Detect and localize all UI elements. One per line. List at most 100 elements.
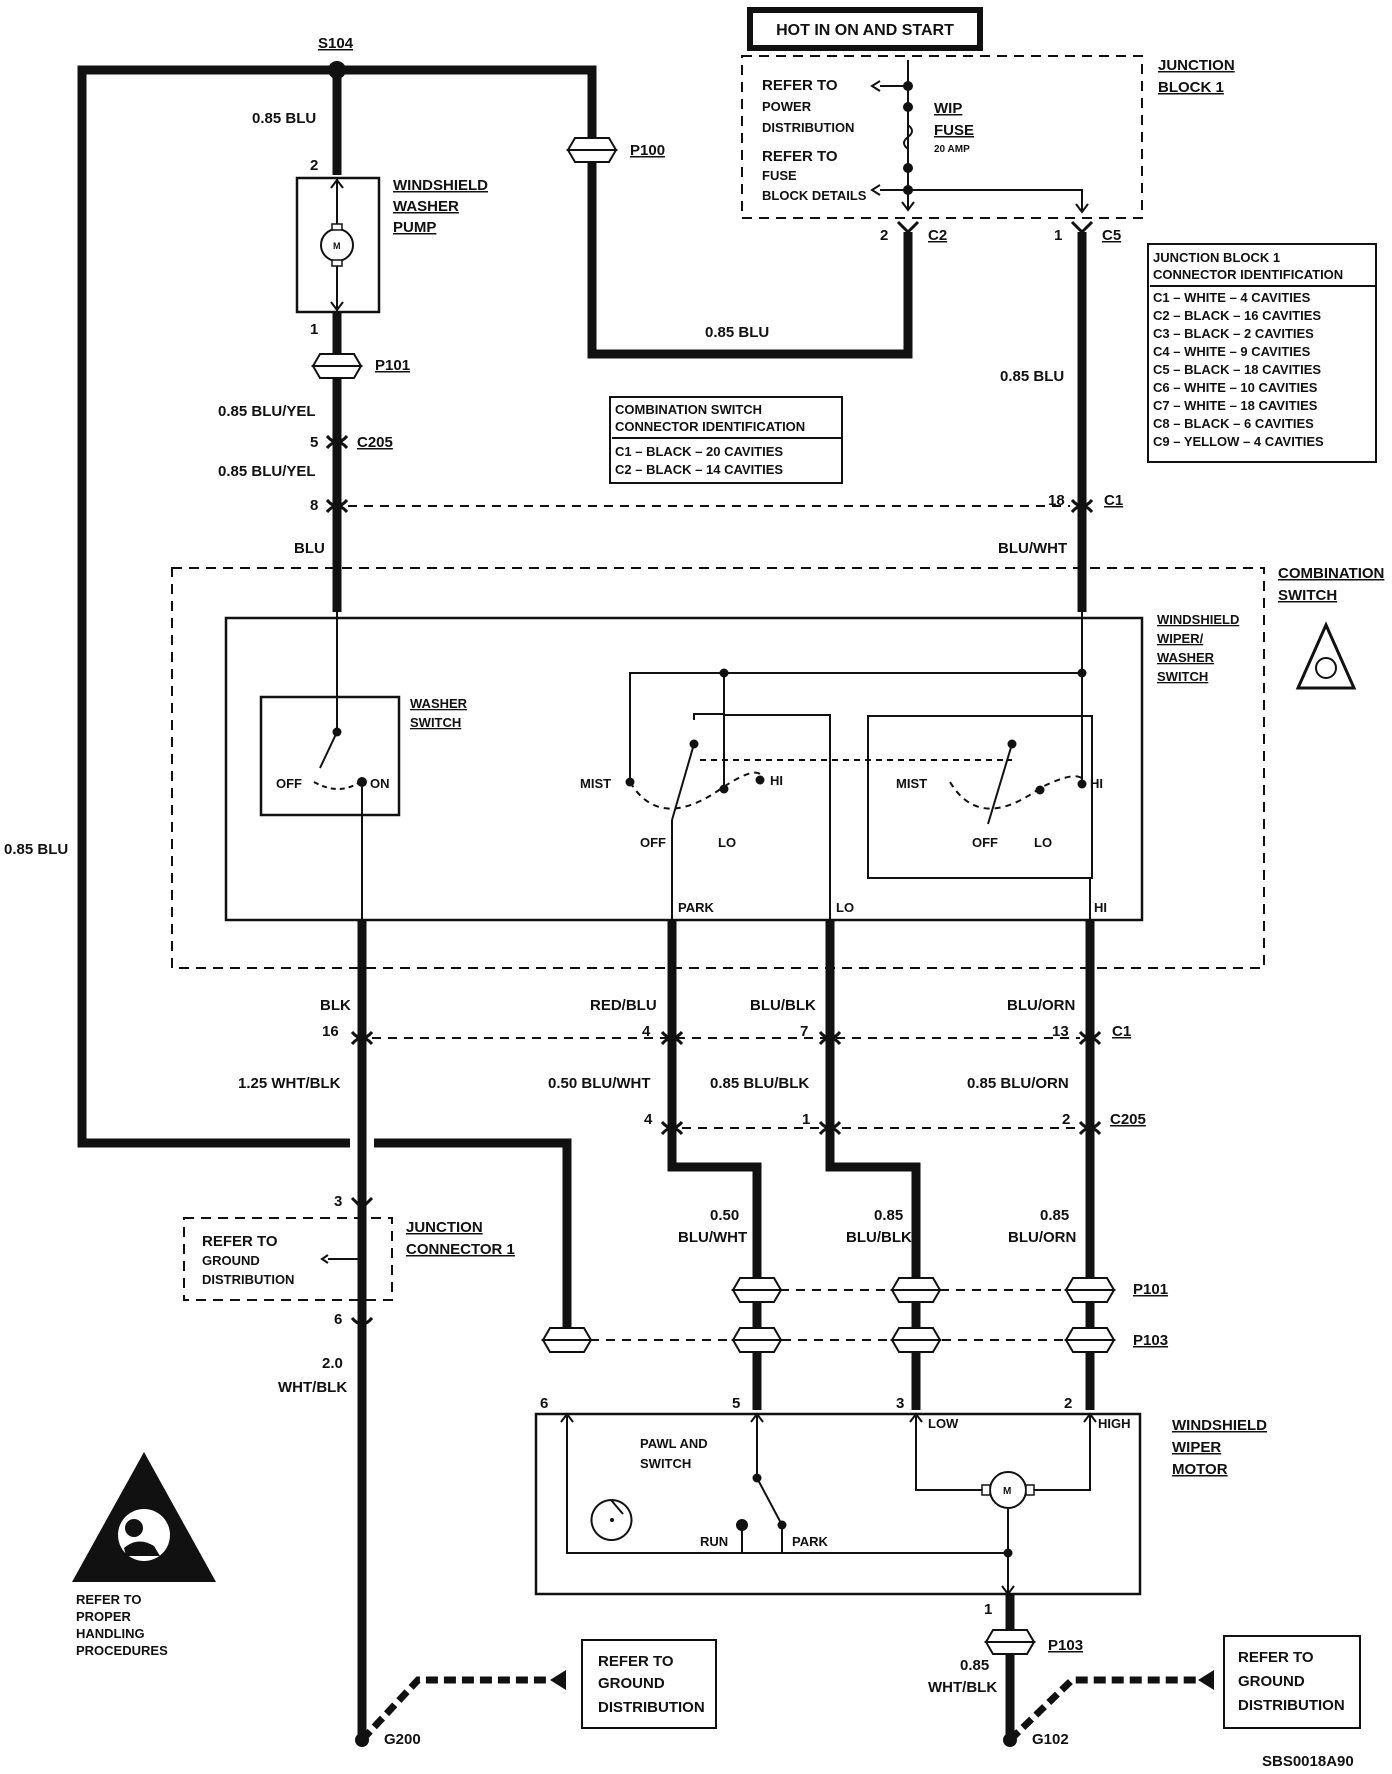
motor-run-lead [566,1416,1006,1554]
wiper2-mist: MIST [896,776,927,791]
jc-ground: GROUND [202,1253,260,1268]
wip-label: WIP [934,100,962,117]
wire-label-blu-wht: BLU/WHT [998,540,1067,557]
g102-ground: GROUND [1238,1673,1305,1690]
combo-title-2: SWITCH [1278,587,1337,604]
wire-label-left-blu: 0.85 BLU [4,841,68,858]
wire-label-blu-orn: BLU/ORN [1007,997,1075,1014]
ww-label-2: WIPER/ [1157,631,1204,646]
jc-refer: REFER TO [202,1233,278,1250]
cam-icon [590,1498,633,1541]
combination-switch-box [171,567,1265,969]
pump-arrow-top [330,178,344,189]
motor-arrow-2 [1083,1412,1097,1423]
wire-label-m3-gauge: 0.85 [1040,1207,1069,1224]
g200-ref-arrow [550,1670,566,1690]
c1-top-pin-18: 18 [1048,492,1065,509]
washer-switch-label-2: SWITCH [410,715,461,730]
jb-conn-row: C1 – WHITE – 4 CAVITIES [1153,290,1311,305]
junction-connector-box [183,1217,393,1301]
motor-gnd-arrow [1001,1585,1015,1596]
hot-label-box [747,7,983,51]
washer-arc [313,781,361,790]
jb-title-2: BLOCK 1 [1158,79,1224,96]
c1-bottom-conn-3 [818,1030,842,1046]
jb-title-1: JUNCTION [1158,57,1235,74]
wire-label-m1-gauge: 0.50 [710,1207,739,1224]
g102-ref-line [1007,1676,1200,1743]
pump-pin-bot: 1 [310,321,318,338]
wire-label-m2-gauge: 0.85 [874,1207,903,1224]
wip-amp: 20 AMP [934,144,970,155]
pump-label-3: PUMP [393,219,436,236]
handling-3: HANDLING [76,1626,145,1641]
p101-conn-1 [731,1277,783,1303]
c2-label: C2 [928,227,947,244]
g102-symbol [1003,1733,1017,1747]
p100-connector [566,137,618,163]
p101-top-connector [311,353,363,379]
g200-symbol [355,1733,369,1747]
wire-label-m3-color: BLU/ORN [1008,1229,1076,1246]
jb-conn-row: C4 – WHITE – 9 CAVITIES [1153,344,1311,359]
motor-run: RUN [700,1534,728,1549]
wiper1-blade [671,743,695,821]
c205-bottom-pin-4: 4 [644,1111,653,1128]
motor-m: M [1003,1486,1011,1497]
wiper2-box [867,715,1093,879]
motor-gnd-node [1003,1548,1013,1558]
jc-out-arrow [350,1316,374,1326]
motor-arrow-3 [909,1412,923,1423]
p101-top-label: P101 [375,357,410,374]
wire-label-m1-color: BLU/WHT [678,1229,747,1246]
p103-ground-label: P103 [1048,1637,1083,1654]
motor-pawl-1: PAWL AND [640,1436,708,1451]
c1-top-connector-left [325,498,349,514]
motor-pawl-2: SWITCH [640,1456,691,1471]
pump-label-1: WINDSHIELD [393,177,488,194]
washer-switch-label-1: WASHER [410,696,468,711]
p103-bottom-label: P103 [1133,1332,1168,1349]
washer-on: ON [370,776,390,791]
c205-top-pin: 5 [310,434,318,451]
jb-refer-1: REFER TO [762,77,838,94]
g200-refer: REFER TO [598,1653,674,1670]
jc-distribution: DISTRIBUTION [202,1272,294,1287]
g200-ref-box [581,1639,717,1729]
pump-pin-top: 2 [310,157,318,174]
s104-label: S104 [318,35,354,52]
cs-conn-table [609,396,843,484]
g102-ref-arrow [1198,1670,1214,1690]
c1-bottom-conn-4 [1078,1030,1102,1046]
wiper1-lo-loop [693,713,831,920]
fuse-arrow-c2 [901,201,915,212]
wire-label-blu-orn-085: 0.85 BLU/ORN [967,1075,1069,1092]
motor-low: LOW [928,1416,959,1431]
wip-fuse-label: FUSE [934,122,974,139]
wire-label-blu-blk-085: 0.85 BLU/BLK [710,1075,809,1092]
cs-conn-row: C1 – BLACK – 20 CAVITIES [615,444,783,459]
fuse-element [903,124,913,150]
c205-bottom-label: C205 [1110,1111,1146,1128]
jc-title-1: JUNCTION [406,1219,483,1236]
c2-connector [896,220,920,235]
p103-conn-1 [541,1327,593,1353]
wiper-motor-box [534,1412,1142,1596]
g200-ground: GROUND [598,1675,665,1692]
handling-2: PROPER [76,1609,132,1624]
p103-ground-conn [984,1629,1036,1655]
g200-distribution: DISTRIBUTION [598,1699,705,1716]
cs-conn-title-2: CONNECTOR IDENTIFICATION [615,419,805,434]
ww-label-4: SWITCH [1157,669,1208,684]
wiper2-blade [987,743,1013,825]
c1-top-connector-right [1070,498,1094,514]
motor-pin-5: 5 [732,1395,740,1412]
cam-center [610,1518,614,1522]
motor-title-2: WIPER [1172,1439,1221,1456]
c205-bottom-conn-1 [660,1120,684,1136]
motor-high-lead [1030,1416,1091,1491]
jb-conn-row: C2 – BLACK – 16 CAVITIES [1153,308,1321,323]
wiper1-off: OFF [640,835,666,850]
wire-label-m2-color: BLU/BLK [846,1229,912,1246]
wiper1-tap-node [719,668,729,678]
